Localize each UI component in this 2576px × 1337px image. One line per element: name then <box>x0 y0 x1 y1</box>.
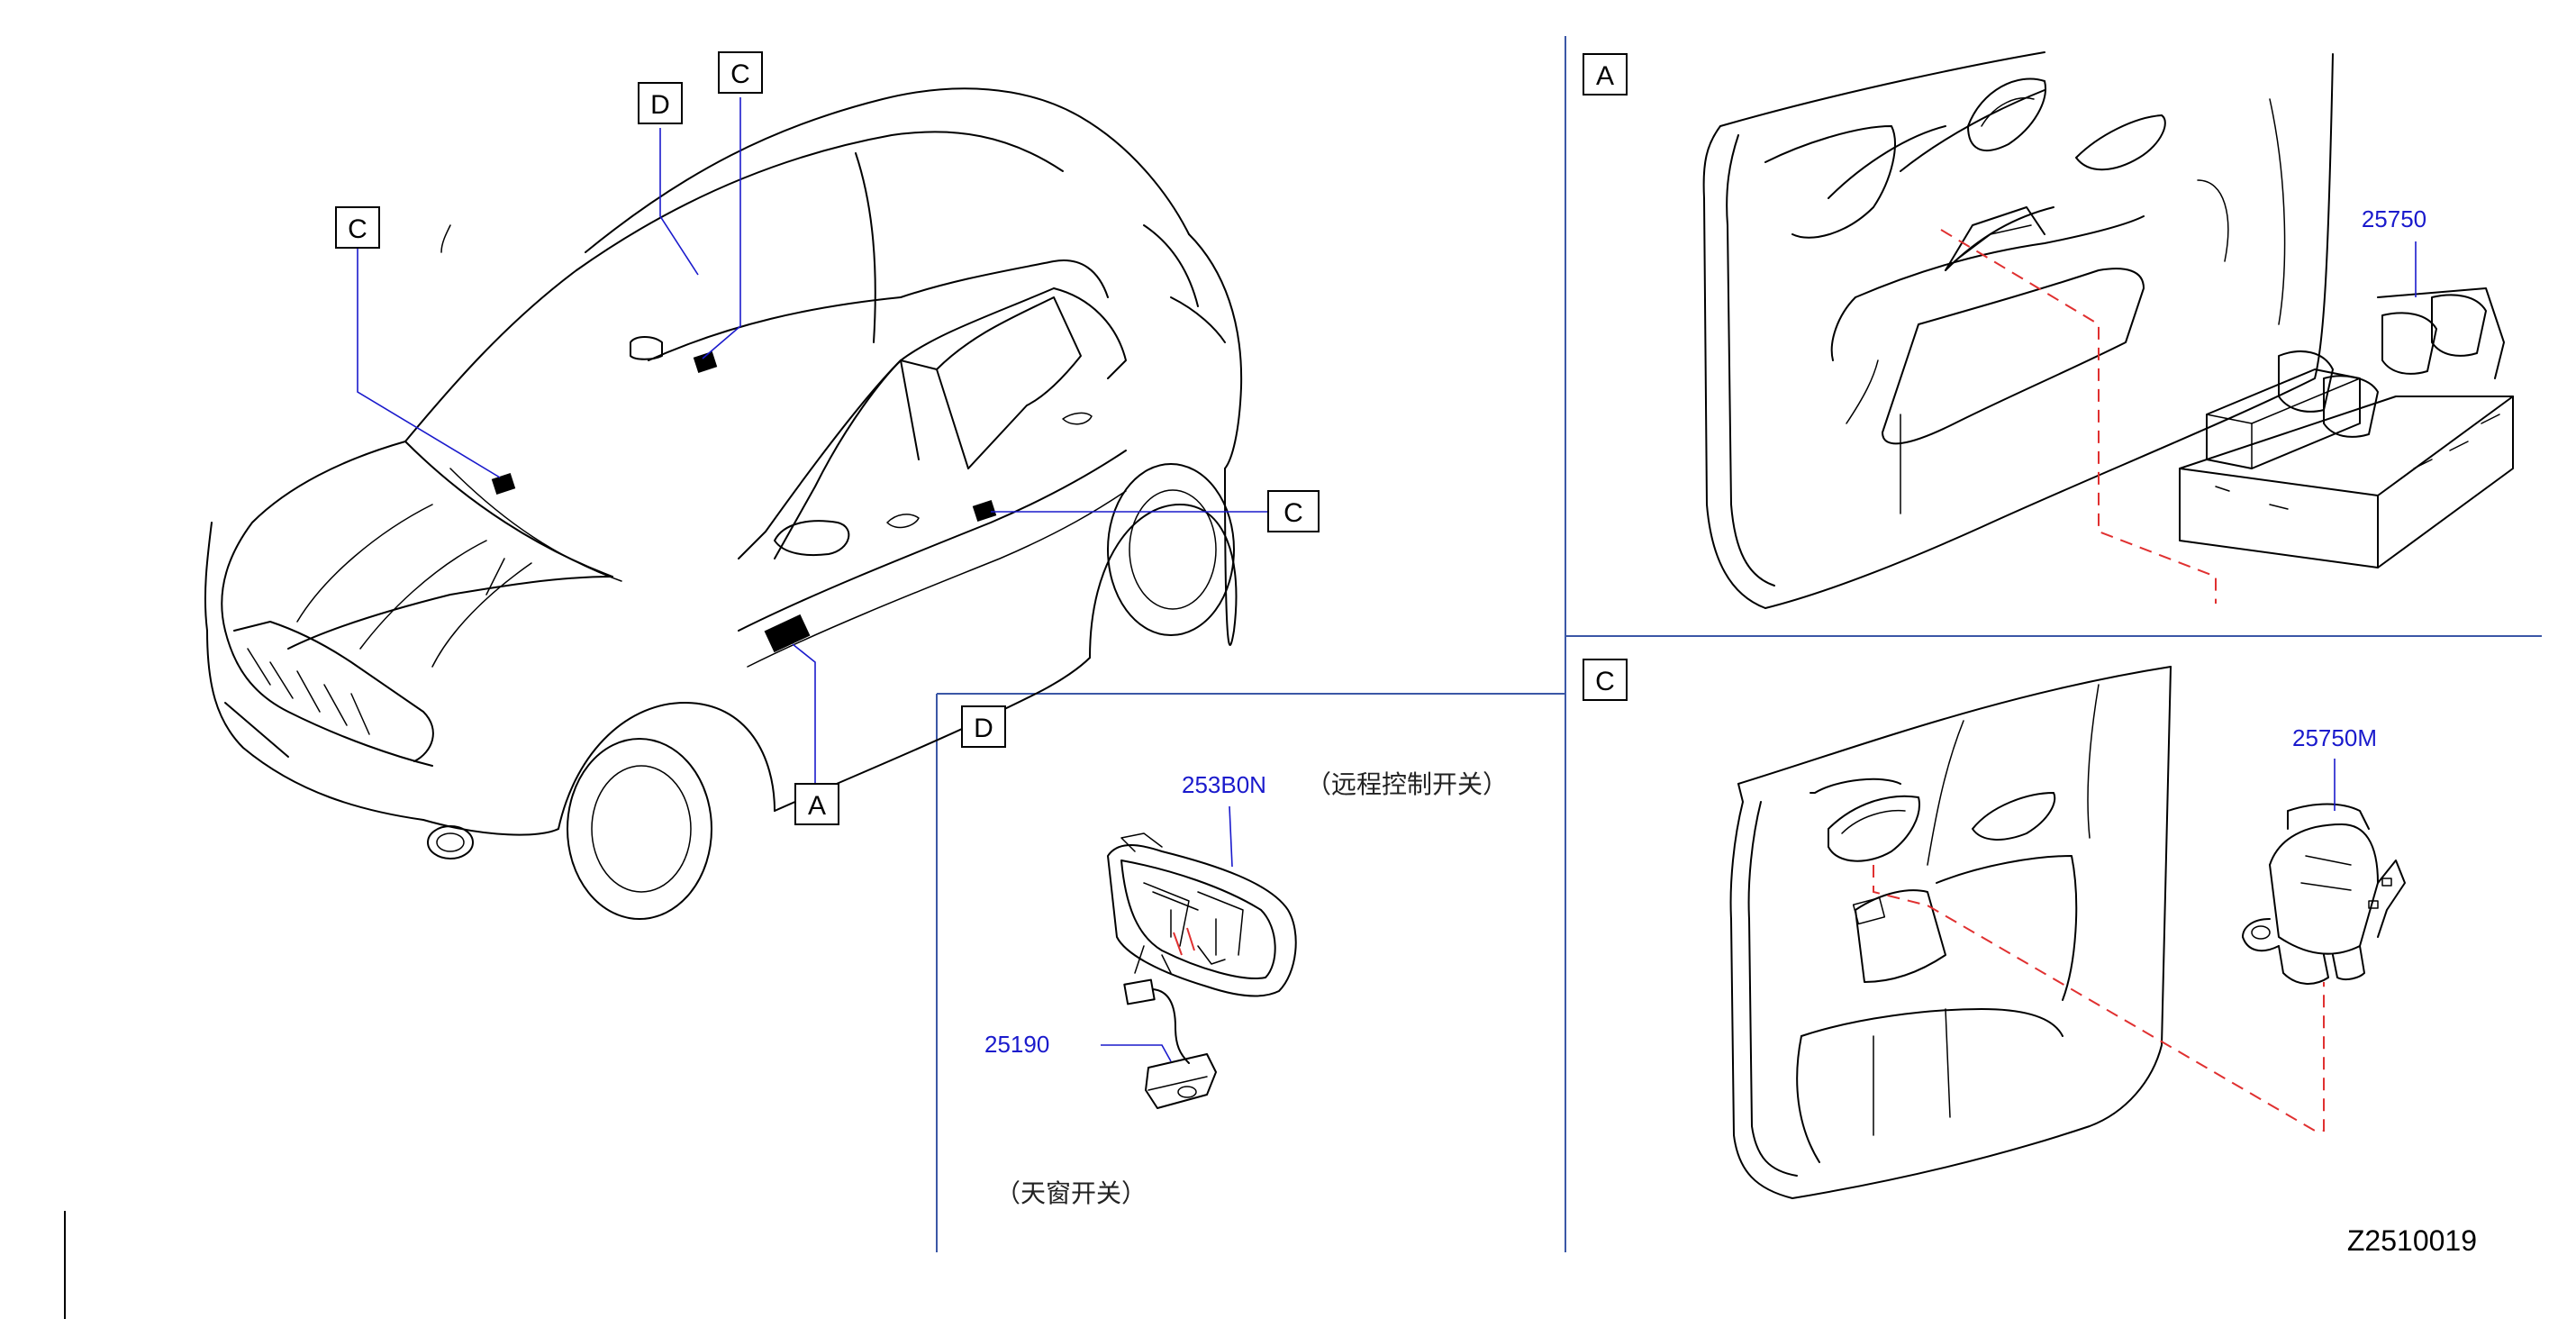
callout-a-label: A <box>808 791 826 821</box>
panel-d: D 253B0N （远程控制开关） 25 <box>961 705 1508 1208</box>
drawing-code: Z2510019 <box>2347 1224 2477 1257</box>
door-trim-c <box>1729 666 2172 1199</box>
callout-d-label: D <box>650 90 670 120</box>
vehicle-drawing <box>204 87 1243 920</box>
panel-c: C <box>1583 659 2406 1199</box>
callout-a: A <box>794 783 839 825</box>
part-25750: 25750 <box>2362 205 2426 232</box>
panel-d-label: D <box>974 714 993 743</box>
guide-c <box>1873 865 2325 1132</box>
panel-a: A <box>1583 51 2514 609</box>
marker-c-right <box>972 500 997 522</box>
panel-a-label: A <box>1596 61 1614 91</box>
callout-c-right: C <box>1267 490 1320 532</box>
remote-switch-housing <box>1107 832 1297 997</box>
master-switch-25750 <box>2179 287 2514 568</box>
marker-a <box>764 614 811 653</box>
panel-c-label: C <box>1595 667 1615 696</box>
part-25190: 25190 <box>984 1031 1049 1058</box>
marker-c-left <box>491 473 516 495</box>
callout-c-top-label: C <box>730 59 750 89</box>
window-switch-25750M <box>2242 803 2406 985</box>
callout-c-left: C <box>335 206 380 249</box>
door-trim-a <box>1702 51 2334 609</box>
part-25750M: 25750M <box>2292 724 2377 751</box>
callout-d: D <box>638 82 683 124</box>
vehicle-leaders <box>357 97 1268 784</box>
note-sunroof-switch: （天窗开关） <box>995 1178 1147 1208</box>
marker-c-top <box>693 351 718 373</box>
callout-c-top: C <box>718 51 763 94</box>
panel-borders <box>64 36 2542 1319</box>
sunroof-switch-harness <box>1123 978 1217 1109</box>
callout-c-right-label: C <box>1283 498 1303 528</box>
callout-c-left-label: C <box>348 214 367 244</box>
guide-a <box>1940 229 2217 604</box>
part-253B0N: 253B0N <box>1182 771 1266 798</box>
note-remote-switch: （远程控制开关） <box>1306 769 1508 799</box>
switch-markers <box>491 351 997 653</box>
